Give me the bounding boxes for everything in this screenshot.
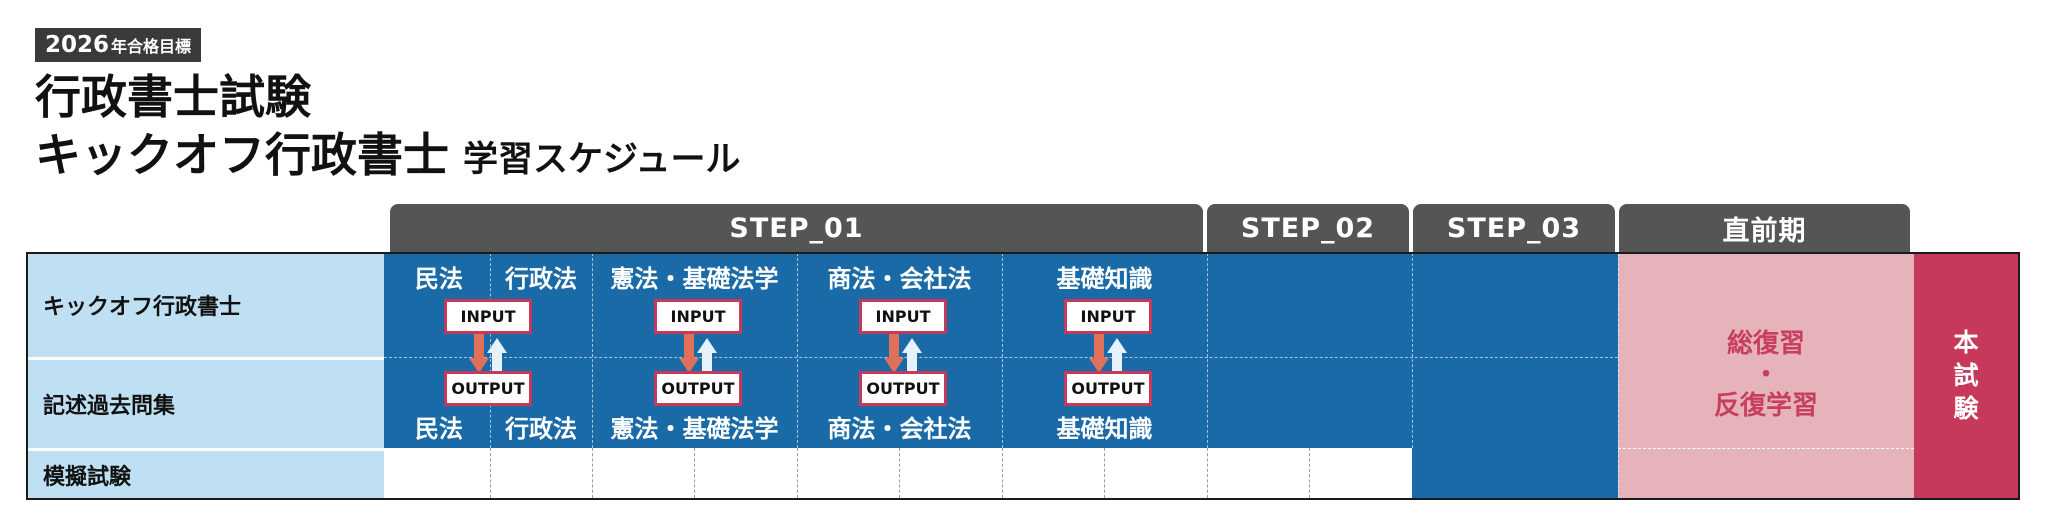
review-line2: 反復学習 (1713, 391, 1818, 421)
subject-civil-top: 民法 (415, 264, 463, 293)
column-divider (797, 253, 798, 448)
row-label-mock: 模擬試験 (27, 451, 384, 498)
target-year: 2026 (45, 32, 110, 58)
input-box-basic: INPUT (1064, 299, 1152, 334)
page-title-line2: キックオフ行政書士学習スケジュール (35, 128, 741, 187)
subject-constitution-bottom: 憲法・基礎法学 (610, 414, 779, 443)
arrow-up-icon (697, 338, 717, 353)
mock-grid-divider (899, 448, 900, 498)
column-divider (1207, 253, 1208, 448)
arrow-up-icon (487, 338, 507, 353)
arrow-up-icon (907, 353, 917, 377)
mock-grid-divider (797, 448, 798, 498)
output-box-constitution: OUTPUT (654, 371, 742, 406)
row-label-kickoff: キックオフ行政書士 (27, 253, 384, 357)
column-divider (1002, 253, 1003, 448)
arrow-up-icon (702, 353, 712, 377)
exam-char-1: 本 (1953, 328, 1979, 357)
arrow-down-icon (1089, 358, 1109, 373)
input-box-commercial: INPUT (859, 299, 947, 334)
output-box-basic: OUTPUT (1064, 371, 1152, 406)
page-subtitle: 学習スケジュール (463, 140, 741, 180)
final-review-cell: 総復習 ・ 反復学習 (1618, 253, 1914, 498)
arrow-down-icon (679, 358, 699, 373)
arrow-down-icon (474, 332, 484, 358)
subject-commercial-top: 商法・会社法 (827, 264, 972, 293)
exam-char-2: 試 (1953, 361, 1979, 390)
input-box-constitution: INPUT (654, 299, 742, 334)
arrow-up-icon (1107, 338, 1127, 353)
arrow-down-icon (1094, 332, 1104, 358)
row-label-written: 記述過去問集 (27, 360, 384, 448)
mock-grid-divider (592, 448, 593, 498)
arrow-up-icon (902, 338, 922, 353)
mock-grid-divider (1104, 448, 1105, 498)
course-name: キックオフ行政書士 (35, 128, 449, 182)
arrow-up-icon (492, 353, 502, 377)
main-exam-cell: 本 試 験 (1914, 253, 2018, 498)
subject-basic-bottom: 基礎知識 (1056, 414, 1153, 443)
arrow-down-icon (889, 332, 899, 358)
subject-admin-bottom: 行政法 (505, 414, 577, 443)
arrow-group-commercial (884, 332, 922, 377)
review-divider (1618, 448, 1914, 449)
label-separator (27, 448, 384, 451)
final-period-header: 直前期 (1619, 204, 1910, 252)
subject-commercial-bottom: 商法・会社法 (827, 414, 972, 443)
subject-constitution-top: 憲法・基礎法学 (610, 264, 779, 293)
review-left-divider (1618, 253, 1619, 498)
subject-civil-bottom: 民法 (415, 414, 463, 443)
column-divider (1412, 253, 1413, 448)
target-label: 年合格目標 (111, 37, 192, 56)
arrow-group-civil-admin (469, 332, 507, 377)
arrow-down-icon (684, 332, 694, 358)
mock-grid-divider (490, 448, 491, 498)
output-box-civil-admin: OUTPUT (444, 371, 532, 406)
exam-char-3: 験 (1953, 394, 1979, 423)
output-box-commercial: OUTPUT (859, 371, 947, 406)
review-line1: 総復習 (1726, 329, 1805, 359)
label-separator (27, 357, 384, 360)
arrow-down-icon (469, 358, 489, 373)
mock-grid-divider (1207, 448, 1208, 498)
schedule-frame (26, 252, 2020, 500)
arrow-group-basic (1089, 332, 1127, 377)
arrow-down-icon (884, 358, 904, 373)
target-year-badge: 2026 年合格目標 (35, 28, 202, 62)
step-02-header: STEP_02 (1207, 204, 1409, 252)
step-03-mock-cell (1412, 448, 1618, 498)
column-divider (592, 253, 593, 448)
arrow-group-constitution (679, 332, 717, 377)
mock-grid-divider (694, 448, 695, 498)
input-output-arrows (469, 332, 1127, 377)
step-03-header: STEP_03 (1413, 204, 1615, 252)
mock-exam-row (384, 448, 1412, 498)
step-01-header: STEP_01 (390, 204, 1203, 252)
review-dot: ・ (1752, 360, 1779, 390)
arrow-up-icon (1112, 353, 1122, 377)
row-divider (384, 357, 1618, 358)
mock-grid-divider (1002, 448, 1003, 498)
page-title-line1: 行政書士試験 (35, 70, 311, 124)
mock-grid-divider (1309, 448, 1310, 498)
subject-basic-top: 基礎知識 (1056, 264, 1153, 293)
subject-admin-top: 行政法 (505, 264, 577, 293)
input-box-civil-admin: INPUT (444, 299, 532, 334)
